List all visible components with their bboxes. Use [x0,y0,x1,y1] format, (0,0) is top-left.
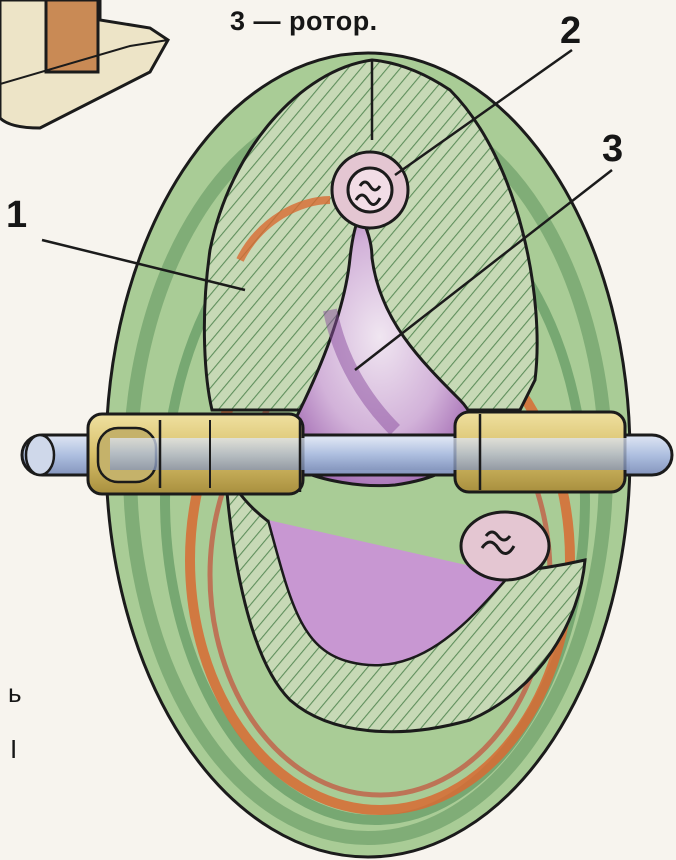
corner-block [0,0,168,128]
callout-2: 2 [560,12,581,50]
callout-3: 3 [602,130,623,168]
callout-1: 1 [6,196,27,234]
apex-seal-bottom [461,512,549,580]
edge-text-fragment-b: I [10,736,17,762]
caption-text: 3 — ротор. [230,8,378,35]
apex-seal-top [332,152,408,228]
edge-text-fragment-a: ь [8,680,22,706]
